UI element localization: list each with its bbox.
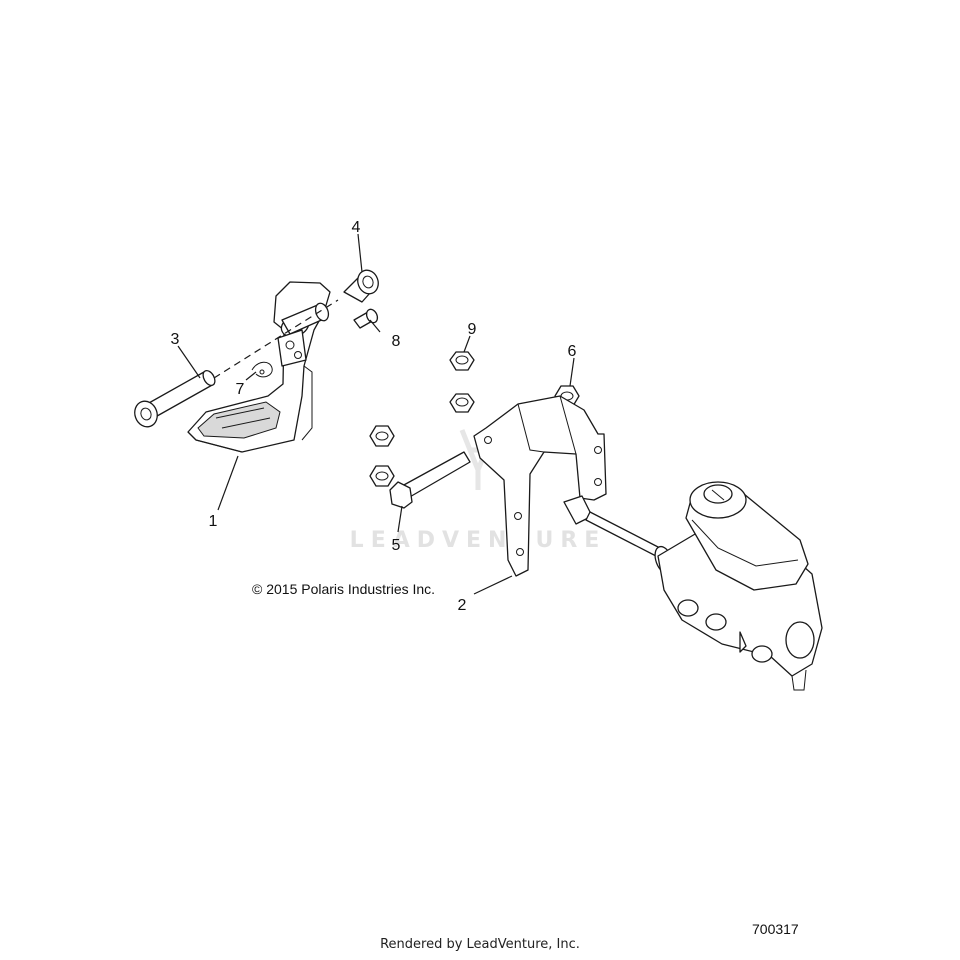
part-5-bolt[interactable] xyxy=(389,451,471,509)
assembly-line xyxy=(213,299,339,379)
callout-6: 6 xyxy=(568,343,577,360)
part-9-nut-upper[interactable] xyxy=(449,351,475,371)
nut-a[interactable] xyxy=(369,425,395,447)
part-8-clevis-pin[interactable] xyxy=(353,308,379,329)
footer-rendered-by: Rendered by LeadVenture, Inc. xyxy=(380,937,580,952)
leadventure-watermark: LEADVENTURE xyxy=(350,429,607,553)
callout-4: 4 xyxy=(352,219,361,236)
callout-3: 3 xyxy=(171,331,180,348)
callout-5: 5 xyxy=(392,537,401,554)
callout-1: 1 xyxy=(209,513,218,530)
part-1-brake-pedal[interactable] xyxy=(187,281,331,453)
master-cylinder[interactable] xyxy=(563,481,823,691)
callout-8: 8 xyxy=(392,333,401,350)
part-7-retaining-clip[interactable] xyxy=(251,361,273,378)
nut-b[interactable] xyxy=(369,465,395,487)
callout-7: 7 xyxy=(236,381,245,398)
part-3-pivot-sleeve[interactable] xyxy=(131,369,217,430)
part-9-nut-lower[interactable] xyxy=(449,393,475,413)
callout-2: 2 xyxy=(458,597,467,614)
callout-9: 9 xyxy=(468,321,477,338)
copyright-notice: © 2015 Polaris Industries Inc. xyxy=(252,581,435,597)
watermark-text: LEADVENTURE xyxy=(350,528,607,553)
drawing-number: 700317 xyxy=(752,921,799,937)
leader-lines xyxy=(177,233,575,595)
part-4-bushing[interactable] xyxy=(343,267,382,303)
